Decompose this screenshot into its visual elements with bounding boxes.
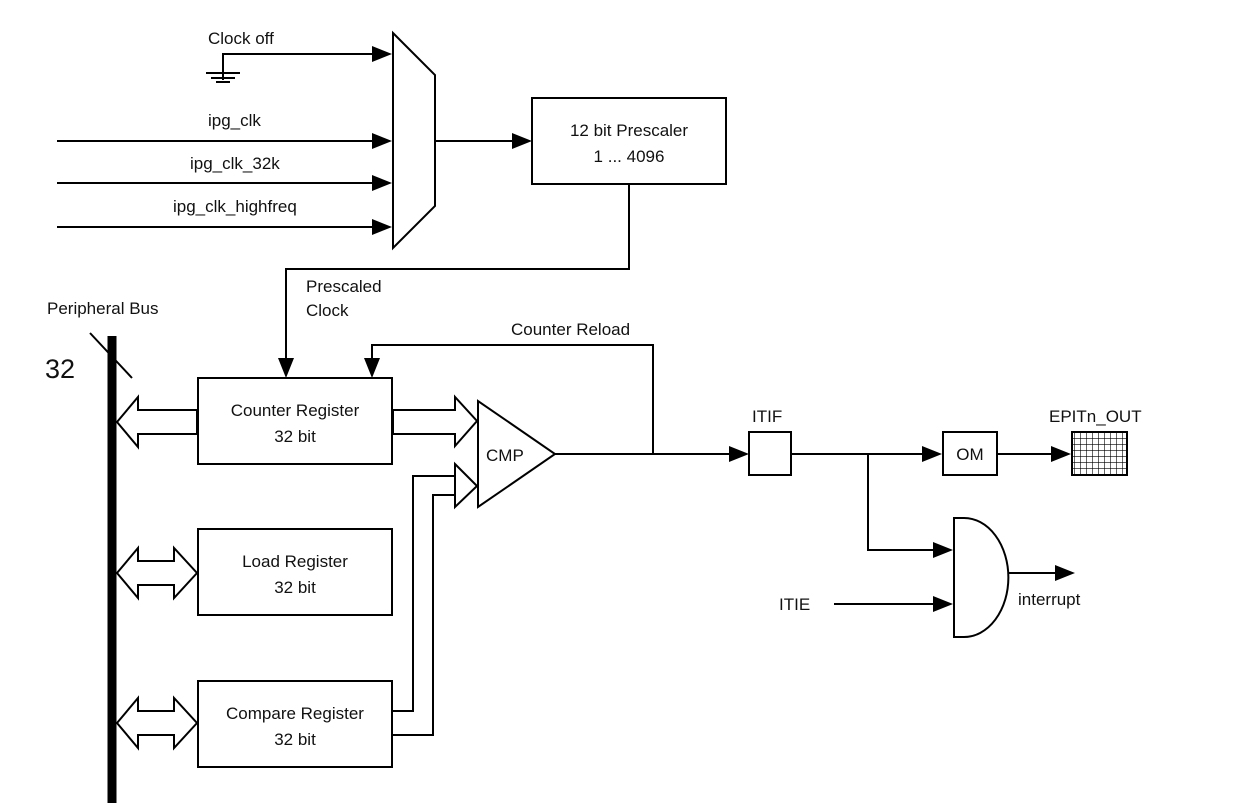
ipg-clk-input: ipg_clk <box>57 111 392 149</box>
counter-register-title: Counter Register <box>231 401 360 420</box>
prescaler-title: 12 bit Prescaler <box>570 121 688 140</box>
prescaled-clock-label-2: Clock <box>306 301 349 320</box>
counter-reload-label: Counter Reload <box>511 320 630 339</box>
peripheral-bus: Peripheral Bus 32 <box>45 299 159 803</box>
compare-to-cmp-arrowhead <box>454 461 479 510</box>
ipg-clk-label: ipg_clk <box>208 111 261 130</box>
interrupt-output: interrupt <box>1008 565 1081 609</box>
compare-bus-arrow <box>115 695 199 751</box>
interrupt-label: interrupt <box>1018 590 1081 609</box>
ipg-clk-32k-label: ipg_clk_32k <box>190 154 280 173</box>
ground-icon <box>206 72 240 83</box>
load-register-title: Load Register <box>242 552 348 571</box>
counter-bus-arrow <box>115 394 198 450</box>
peripheral-bus-label: Peripheral Bus <box>47 299 159 318</box>
compare-register: Compare Register 32 bit <box>197 680 393 768</box>
clock-mux <box>392 30 436 251</box>
itie-input: ITIE <box>779 595 953 614</box>
compare-register-title: Compare Register <box>226 704 364 723</box>
counter-to-cmp-arrow <box>392 394 479 449</box>
output-label: EPITn_OUT <box>1049 407 1142 426</box>
and-gate <box>953 517 1010 638</box>
ipg-clk-32k-input: ipg_clk_32k <box>57 154 392 191</box>
output-pad-icon <box>1071 431 1128 476</box>
counter-reload-wire <box>371 344 654 454</box>
itif-label: ITIF <box>752 407 782 426</box>
load-bus-arrow <box>115 545 199 601</box>
ipg-clk-highfreq-input: ipg_clk_highfreq <box>57 197 392 235</box>
counter-register: Counter Register 32 bit <box>197 377 393 465</box>
compare-register-width: 32 bit <box>274 730 316 749</box>
itie-label: ITIE <box>779 595 810 614</box>
epit-output-pin: EPITn_OUT <box>1049 407 1142 476</box>
load-register-width: 32 bit <box>274 578 316 597</box>
prescaler-range: 1 ... 4096 <box>594 147 665 166</box>
prescaled-clock-wire <box>285 184 630 362</box>
clock-off-input: Clock off <box>206 29 392 83</box>
prescaler-block: 12 bit Prescaler 1 ... 4096 <box>531 97 727 185</box>
compare-to-cmp-wire-1 <box>392 475 455 712</box>
cmp-comparator: CMP <box>477 399 557 509</box>
clock-off-label: Clock off <box>208 29 274 48</box>
compare-to-cmp-wire-2 <box>392 494 455 736</box>
om-label: OM <box>956 445 983 464</box>
counter-register-width: 32 bit <box>274 427 316 446</box>
om-block: OM <box>942 431 998 476</box>
prescaled-clock-label-1: Prescaled <box>306 277 382 296</box>
bus-width-label: 32 <box>45 354 75 384</box>
itif-flag: ITIF <box>748 407 792 476</box>
load-register: Load Register 32 bit <box>197 528 393 616</box>
ipg-clk-highfreq-label: ipg_clk_highfreq <box>173 197 297 216</box>
cmp-label: CMP <box>486 446 524 465</box>
